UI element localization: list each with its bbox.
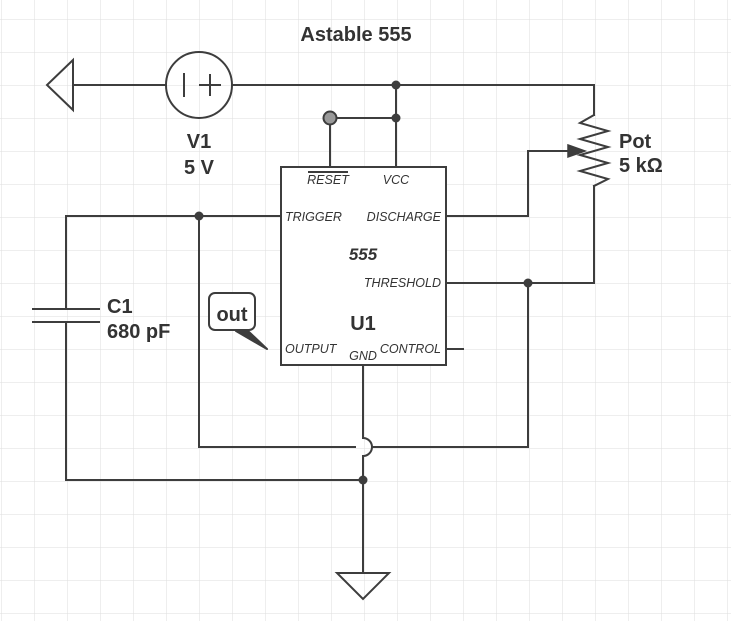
pin-vcc-label: VCC: [383, 173, 410, 187]
voltage-source-v1: [165, 51, 233, 119]
pot-name: Pot: [619, 131, 652, 153]
potentiometer-pot: [445, 113, 612, 284]
ground-symbol: [334, 572, 392, 601]
pot-value: 5 kΩ: [619, 155, 663, 177]
supply-terminal-arrow: [45, 57, 74, 113]
c1-value: 680 pF: [107, 321, 170, 343]
reset-node: [322, 110, 338, 126]
top-rail-wire: [72, 84, 595, 116]
output-net-label-text: out: [216, 304, 247, 326]
pin-trigger-label: TRIGGER: [285, 210, 342, 224]
chip-part-number: 555: [349, 245, 378, 264]
chip-name: U1: [350, 313, 376, 335]
junction-dot: [194, 211, 204, 221]
diagram-title: Astable 555: [300, 24, 411, 46]
pin-gnd-label: GND: [349, 349, 377, 363]
v1-value: 5 V: [184, 157, 215, 179]
pin-threshold-label: THRESHOLD: [364, 276, 441, 290]
vcc-reset-wires: [329, 84, 397, 168]
pin-output-label: OUTPUT: [285, 342, 338, 356]
pin-discharge-label: DISCHARGE: [367, 210, 442, 224]
pin-reset-label: RESET: [307, 173, 350, 187]
trigger-wire: [65, 215, 364, 481]
junction-dot: [391, 113, 401, 123]
junction-dot: [358, 475, 368, 485]
junction-dot: [523, 278, 533, 288]
v1-name: V1: [187, 131, 211, 153]
pin-control-label: CONTROL: [380, 342, 441, 356]
chip-u1: [280, 166, 447, 366]
junction-dot: [391, 80, 401, 90]
threshold-wire: [198, 215, 595, 448]
output-net-label: [208, 292, 268, 350]
ground-wire: [362, 364, 373, 574]
capacitor-c1: [32, 308, 100, 323]
c1-name: C1: [107, 296, 133, 318]
